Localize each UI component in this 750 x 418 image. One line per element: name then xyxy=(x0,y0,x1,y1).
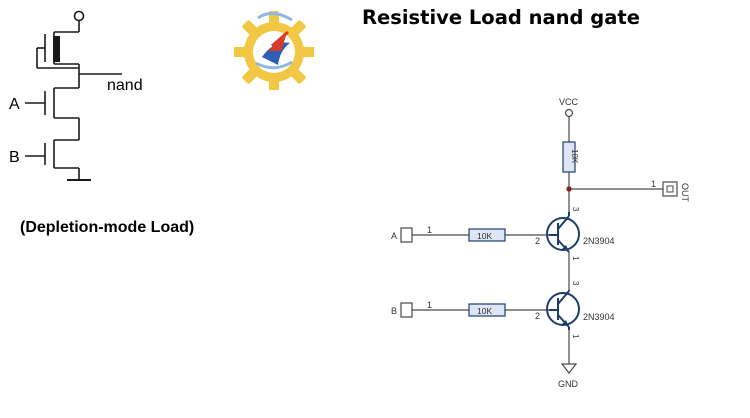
input-b-label: B xyxy=(391,306,397,316)
transistor-b-symbol xyxy=(546,290,580,330)
input-b-label: B xyxy=(9,149,20,166)
input-a-label: A xyxy=(9,96,20,113)
base-resistor-a xyxy=(468,228,506,242)
bjt-nand-schematic: 10K VCC 1 OUT A 1 10K B 1 10K 2 3 1 2N39… xyxy=(391,97,690,389)
vdd-terminal xyxy=(73,10,85,22)
output-connector-pin: 1 xyxy=(651,179,656,189)
gnd-label: GND xyxy=(558,379,579,389)
base-resistor-a-value: 10K xyxy=(477,231,492,241)
transistor-a-base-pin: 2 xyxy=(535,236,540,246)
input-a-connector xyxy=(400,227,413,243)
vcc-label: VCC xyxy=(559,97,579,107)
input-a-connector-pin: 1 xyxy=(427,225,432,235)
transistor-a-arrow xyxy=(562,245,569,252)
input-a-label: A xyxy=(391,231,397,241)
input-b-connector-pin: 1 xyxy=(427,300,432,310)
vcc-terminal xyxy=(564,108,574,118)
transistor-a-symbol xyxy=(546,212,580,253)
transistor-a-emitter-pin: 1 xyxy=(571,256,580,261)
transistor-a-collector-pin: 3 xyxy=(571,207,580,212)
ground-symbol xyxy=(560,363,578,374)
base-resistor-b xyxy=(468,303,506,317)
load-resistor xyxy=(562,141,576,173)
page-title: Resistive Load nand gate xyxy=(362,6,640,29)
mos-nand-schematic: nand A B xyxy=(9,10,143,181)
output-label: OUT xyxy=(680,183,690,203)
diagram-caption: (Depletion-mode Load) xyxy=(20,219,195,236)
output-junction xyxy=(566,186,572,192)
gear-logo-icon xyxy=(234,11,314,90)
depletion-channel-bar xyxy=(53,36,60,62)
load-resistor-value: 10K xyxy=(570,149,579,164)
transistor-b-collector-pin: 3 xyxy=(571,281,580,286)
output-label: nand xyxy=(107,77,143,94)
base-resistor-b-value: 10K xyxy=(477,306,492,316)
transistor-b-part: 2N3904 xyxy=(583,312,615,322)
transistor-b-base-pin: 2 xyxy=(535,311,540,321)
output-connector xyxy=(662,181,678,197)
transistor-b-emitter-pin: 1 xyxy=(571,334,580,339)
input-b-connector xyxy=(400,302,413,318)
transistor-b-arrow xyxy=(562,320,569,327)
transistor-a-part: 2N3904 xyxy=(583,236,615,246)
